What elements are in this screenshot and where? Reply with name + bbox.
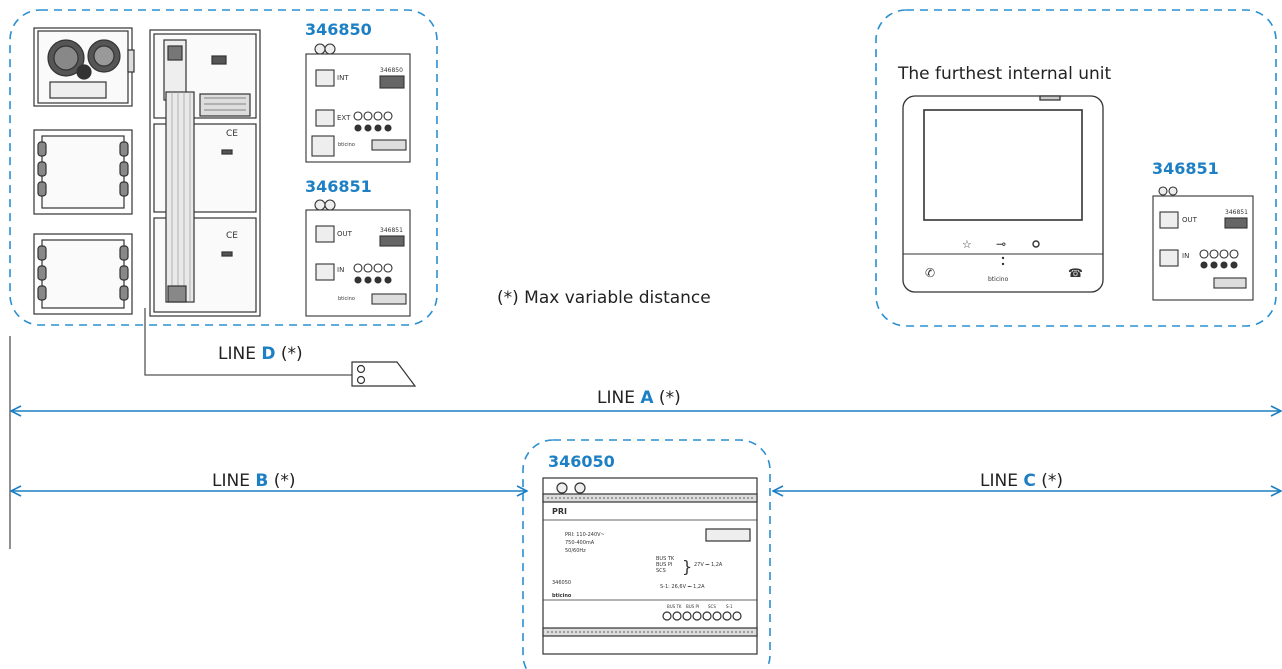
line-b-prefix: LINE (212, 471, 255, 491)
line-c-suffix: (*) (1036, 471, 1063, 491)
psu-terminal-2: BUS PI (686, 604, 699, 609)
psu-spec-line-2: 750-400mA (565, 540, 595, 546)
line-c-prefix: LINE (980, 471, 1023, 491)
line-d-prefix: LINE (218, 344, 261, 364)
line-b-letter: B (255, 471, 268, 491)
outdoor-code-346851: 346851 (305, 177, 372, 196)
monitor-brand-label: bticino (988, 276, 1009, 283)
psu-out-label-3: SCS (656, 568, 666, 574)
speaker-camera-module (33, 27, 135, 107)
346851-in-label: IN (337, 266, 344, 274)
line-d-wire (144, 308, 352, 376)
line-d-letter: D (261, 344, 275, 364)
line-a-prefix: LINE (597, 388, 640, 408)
line-d-suffix: (*) (275, 344, 302, 364)
star-icon: ☆ (962, 238, 972, 251)
internal-346851-model-label: 346851 (1225, 209, 1248, 216)
line-c-letter: C (1023, 471, 1035, 491)
outdoor-station-group (9, 9, 438, 326)
handset-pick-up-icon: ✆ (925, 266, 935, 280)
346850-int-label: INT (337, 74, 349, 82)
termination-resistor-icon (351, 361, 417, 387)
svg-text:CE: CE (226, 129, 238, 139)
psu-out-voltage: 27V ⎓ 1,2A (694, 562, 723, 568)
internal-346851-out-label: OUT (1182, 216, 1198, 224)
line-a-label: LINE A (*) (597, 388, 681, 408)
psu-brace: } (682, 557, 692, 576)
power-supply-code: 346050 (548, 452, 615, 471)
internal-monitor (902, 95, 1104, 293)
346850-ext-label: EXT (337, 114, 351, 122)
module-346851-outdoor (305, 199, 411, 317)
psu-aux-voltage: S-1: 26,6V ⎓ 1,2A (660, 584, 705, 590)
max-distance-note: (*) Max variable distance (497, 288, 711, 308)
line-c-label: LINE C (*) (980, 471, 1063, 491)
psu-spec-line-3: 50/60Hz (565, 548, 586, 554)
power-supply-unit (542, 477, 758, 655)
outdoor-code-346850: 346850 (305, 20, 372, 39)
psu-spec-line-1: PRI: 110-240V~ (565, 532, 605, 538)
346851-out-label: OUT (337, 230, 353, 238)
346851-brand-label: bticino (338, 296, 355, 302)
line-d-label: LINE D (*) (218, 344, 303, 364)
346850-model-label: 346850 (380, 67, 403, 74)
346850-brand-label: bticino (338, 142, 355, 148)
internal-unit-group (875, 9, 1277, 327)
psu-out-label-2: BUS PI (656, 562, 672, 568)
346851-model-label: 346851 (380, 227, 403, 234)
line-a-suffix: (*) (654, 388, 681, 408)
rear-frame-assembly: CE CE (149, 29, 261, 317)
psu-terminal-3: SCS (708, 604, 716, 609)
module-346851-internal (1152, 186, 1254, 301)
svg-text:CE: CE (226, 231, 238, 241)
internal-unit-title: The furthest internal unit (897, 64, 1111, 84)
handset-hang-up-icon: ☎ (1068, 266, 1083, 280)
blank-front-module-1 (33, 129, 133, 215)
power-supply-group (522, 439, 771, 669)
psu-brand: bticino (552, 593, 572, 599)
line-b-suffix: (*) (268, 471, 295, 491)
blank-front-module-2 (33, 233, 133, 315)
psu-model-small: 346050 (552, 580, 571, 586)
module-346850 (305, 43, 411, 163)
psu-terminal-4: S-1 (726, 604, 733, 609)
internal-346851-in-label: IN (1182, 252, 1189, 260)
line-a-letter: A (640, 388, 654, 408)
internal-code-346851: 346851 (1152, 159, 1219, 178)
psu-pri-label: PRI (552, 507, 567, 516)
eye-icon (1032, 240, 1040, 248)
psu-out-label-1: BUS TK (656, 556, 675, 562)
line-b-label: LINE B (*) (212, 471, 296, 491)
monitor-buttons: ☆ ⊸ ✆ ☎ (925, 237, 1083, 280)
psu-terminal-1: BUS TK (667, 604, 682, 609)
key-icon: ⊸ (996, 237, 1006, 251)
